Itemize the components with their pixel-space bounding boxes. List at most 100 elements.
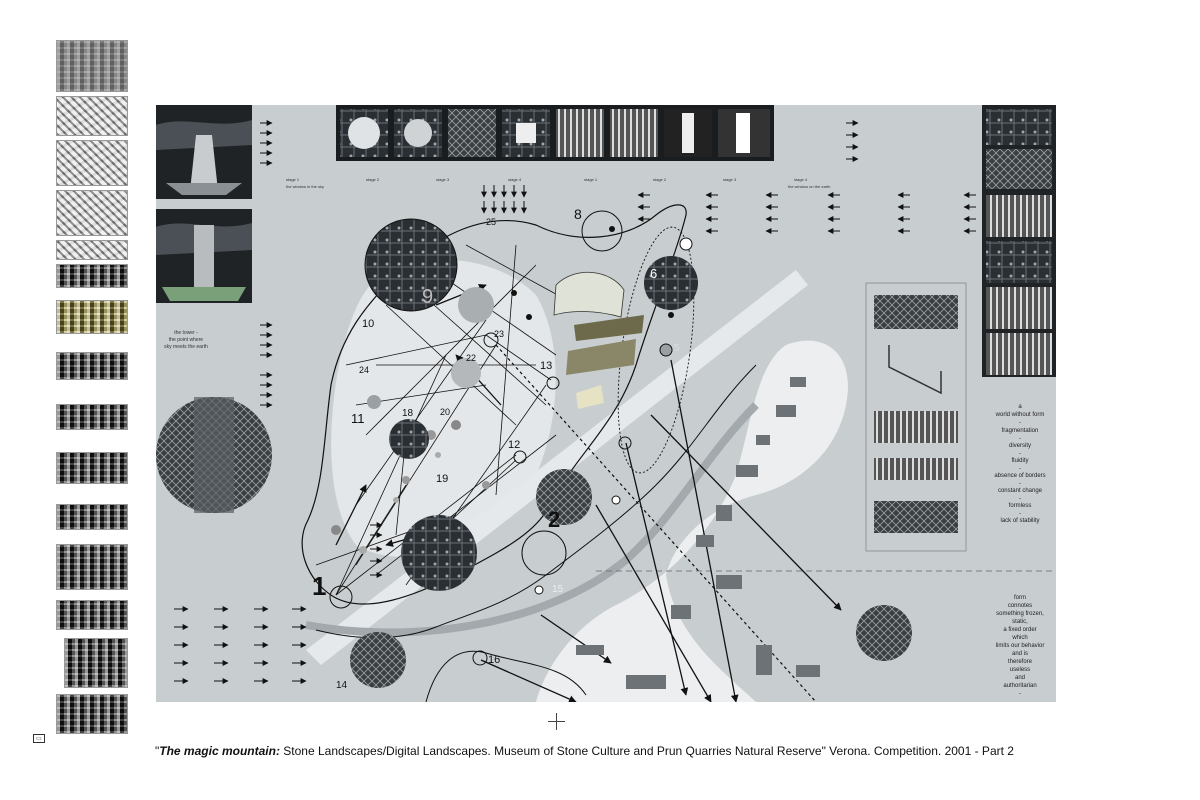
svg-text:-: - (1019, 466, 1021, 472)
thumbnail-15[interactable] (56, 694, 128, 734)
svg-text:the tower -: the tower - (174, 330, 198, 336)
masterplan-board: stage 1 stage 2 stage 3 stage 4 stage 1 … (156, 105, 1056, 702)
thumbnail-8[interactable] (56, 352, 128, 380)
pavilion-renders (553, 271, 644, 409)
arrows-down (481, 185, 527, 214)
board-caption: "The magic mountain: Stone Landscapes/Di… (155, 744, 1014, 758)
svg-text:11: 11 (351, 411, 365, 426)
photo-circle-14 (350, 632, 406, 688)
svg-text:9: 9 (422, 286, 433, 308)
photo-circle-18 (389, 419, 429, 459)
thumbnail-5[interactable] (56, 240, 128, 260)
thumbnail-4[interactable] (56, 190, 128, 236)
photo-circle-landscape (856, 605, 912, 661)
caption-text: Stone Landscapes/Digital Landscapes. Mus… (279, 744, 1014, 758)
svg-text:and: and (1015, 675, 1025, 681)
svg-text:22: 22 (466, 353, 476, 363)
svg-text:15: 15 (552, 584, 564, 595)
quarry-buildings (576, 377, 820, 689)
svg-text:-: - (1019, 451, 1021, 457)
dashed-diagonal (495, 344, 817, 702)
stage-label: stage 3 (723, 177, 737, 182)
svg-text:8: 8 (574, 206, 582, 222)
thumbnail-7[interactable] (56, 300, 128, 334)
svg-text:something frozen,: something frozen, (996, 611, 1044, 617)
svg-text:5: 5 (674, 343, 680, 354)
svg-text:23: 23 (494, 329, 504, 339)
stage-label: stage 2 (653, 177, 667, 182)
thumbnail-13[interactable] (56, 600, 128, 630)
svg-text:lack of stability: lack of stability (1000, 518, 1039, 524)
photo-insets (156, 218, 912, 688)
svg-text:sky meets the earth: sky meets the earth (164, 344, 208, 350)
svg-text:25: 25 (486, 217, 496, 227)
svg-text:a: a (1018, 404, 1022, 410)
svg-text:fluidity: fluidity (1011, 458, 1028, 464)
svg-text:14: 14 (336, 680, 348, 691)
svg-text:24: 24 (359, 365, 369, 375)
arrows-right (637, 192, 976, 234)
thumbnail-1[interactable] (56, 40, 128, 92)
caption-title: The magic mountain: (159, 744, 280, 758)
svg-text:13: 13 (540, 360, 552, 372)
stage-caption-left: the window in the sky (286, 184, 324, 189)
svg-text:therefore: therefore (1008, 659, 1033, 665)
svg-text:authoritarian: authoritarian (1003, 683, 1036, 689)
thumbnail-12[interactable] (56, 544, 128, 590)
crosshair-mark (548, 713, 565, 730)
svg-text:fragmentation: fragmentation (1002, 428, 1039, 434)
bottom-route (425, 650, 587, 702)
svg-text:-: - (1019, 511, 1021, 517)
svg-text:18: 18 (402, 408, 414, 419)
route-nodes (329, 210, 693, 666)
svg-text:-: - (1019, 420, 1021, 426)
form-text: form connotes something frozen, static, … (996, 595, 1045, 697)
thumbnail-14[interactable] (64, 638, 128, 688)
location-numbers: 1 2 5 6 8 9 10 11 12 13 14 15 16 18 19 2… (312, 206, 680, 691)
svg-text:2: 2 (548, 507, 560, 532)
stage-label: stage 4 (794, 177, 808, 182)
stage-label: stage 1 (286, 177, 300, 182)
tower-renders (156, 105, 252, 303)
svg-text:20: 20 (440, 407, 450, 417)
right-panel (865, 105, 1056, 552)
photo-circle-9 (365, 219, 457, 311)
svg-text:16: 16 (488, 654, 500, 666)
svg-text:-: - (1019, 436, 1021, 442)
thumbnail-2[interactable] (56, 96, 128, 136)
top-render-strip (336, 105, 774, 161)
svg-text:connotes: connotes (1008, 603, 1032, 609)
word-list: a world without form - fragmentation - d… (994, 404, 1045, 524)
svg-text:the point where: the point where (169, 337, 203, 343)
svg-text:10: 10 (362, 318, 374, 330)
svg-text:12: 12 (508, 439, 520, 451)
stage-label: stage 1 (584, 177, 598, 182)
svg-text:which: which (1011, 635, 1027, 641)
stage-label: stage 2 (366, 177, 380, 182)
thumbnail-10[interactable] (56, 452, 128, 484)
svg-text:a fixed order: a fixed order (1003, 627, 1036, 633)
svg-text:-: - (1019, 691, 1021, 697)
light-zone-quarry (536, 340, 848, 702)
thumbnail-6[interactable] (56, 264, 128, 288)
thumbnail-label: ▭ (33, 734, 45, 743)
svg-text:diversity: diversity (1009, 443, 1031, 449)
thumbnail-3[interactable] (56, 140, 128, 186)
stage-label: stage 3 (436, 177, 450, 182)
stage-caption-right: the window on the earth (788, 184, 830, 189)
svg-text:-: - (1019, 481, 1021, 487)
river-band (305, 402, 759, 637)
thumbnail-11[interactable] (56, 504, 128, 530)
svg-text:1: 1 (312, 571, 326, 601)
svg-text:-: - (1019, 496, 1021, 502)
svg-text:world without form: world without form (995, 412, 1045, 418)
tower-caption: the tower - the point where sky meets th… (164, 330, 208, 350)
stage-label: stage 4 (508, 177, 522, 182)
photo-circle-6 (644, 256, 698, 310)
svg-text:absence of borders: absence of borders (994, 473, 1045, 479)
svg-text:19: 19 (436, 473, 448, 485)
caption-open-quote: " (155, 744, 160, 758)
svg-text:formless: formless (1009, 503, 1032, 509)
thumbnail-9[interactable] (56, 404, 128, 430)
svg-text:static,: static, (1012, 619, 1028, 625)
